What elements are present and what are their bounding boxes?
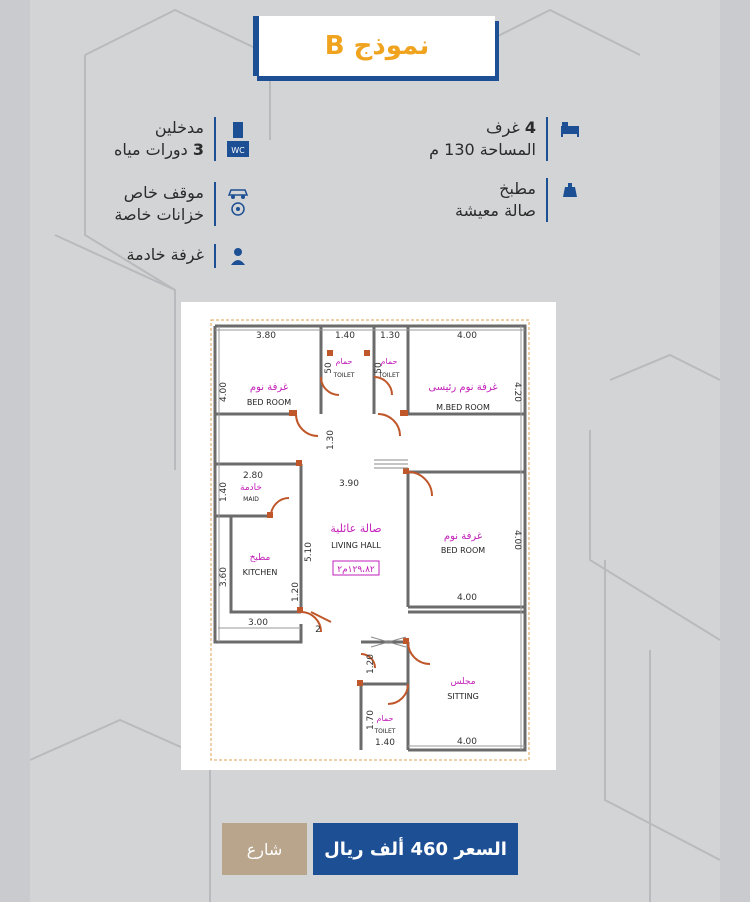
dim-label: 1.40 [335, 331, 355, 341]
dim-label: 3.60 [219, 567, 229, 587]
divider [214, 244, 216, 268]
kitchen-icon [558, 178, 582, 202]
door-icon: WC [226, 117, 250, 161]
dim-label: 50 [324, 362, 334, 374]
room-label-ar: غرفة نوم [444, 531, 482, 542]
dim-label: 4.00 [512, 530, 522, 550]
room-label-ar: صالة عائلية [330, 522, 381, 535]
dim-label: 3.90 [339, 479, 359, 489]
dim-label: 2 [315, 625, 321, 635]
dim-label: 4.00 [457, 593, 477, 603]
dim-label: 1.30 [380, 331, 400, 341]
room-label-ar: حمام [377, 714, 394, 723]
area-text: المساحة 130 م [429, 140, 536, 159]
floor-plan-drawing: 3.80 1.40 1.30 4.00 4.00 4.20 50 50 1.30… [210, 319, 530, 761]
bathrooms-count: 3 [192, 140, 204, 159]
tanks-label: خزانات خاصة [114, 205, 204, 224]
person-icon [226, 244, 250, 268]
model-title-box: نموذج B [253, 16, 495, 76]
room-label-en: BED ROOM [247, 398, 291, 407]
living-label: صالة معيشة [455, 201, 536, 220]
feature-maid: غرفة خادمة [126, 244, 250, 268]
room-label-ar: غرفة نوم رئيسى [428, 382, 497, 393]
room-label-ar: مطبخ [250, 553, 271, 563]
room-label-en: BED ROOM [441, 546, 485, 555]
tank-icon [231, 202, 245, 216]
room-label-ar: مجلس [450, 677, 475, 687]
room-label-en: TOILET [378, 372, 400, 379]
svg-text:WC: WC [231, 146, 245, 155]
feature-kitchen: مطبخ صالة معيشة [455, 178, 582, 222]
divider [546, 178, 548, 222]
dim-label: 4.00 [219, 382, 229, 402]
room-label-ar: غرفة نوم [250, 382, 288, 393]
parking-label: موقف خاص [123, 183, 204, 202]
divider [214, 182, 216, 226]
room-label-ar: خادمة [240, 483, 262, 493]
room-label-en: MAID [243, 496, 259, 503]
wc-icon: WC [227, 141, 249, 157]
bathrooms-label: دورات مياه [113, 140, 188, 159]
dim-label: 3.80 [256, 331, 276, 341]
room-label-en: TOILET [374, 728, 396, 735]
rooms-count: 4 [524, 118, 536, 137]
room-label-en: SITTING [447, 692, 479, 701]
dim-label: 1.40 [375, 738, 395, 748]
car-icon [226, 182, 250, 222]
dim-label: 1.30 [326, 430, 336, 450]
dim-label: 1.20 [366, 654, 376, 674]
maid-room-label: غرفة خادمة [126, 245, 204, 264]
dim-label: 4.00 [457, 331, 477, 341]
feature-entrances: WC مدخلين 3 دورات مياه [114, 117, 250, 161]
dim-label: 3.00 [248, 618, 268, 628]
listing-card: نموذج B 4 غرف المساحة 130 م مطبخ صالة مع… [30, 0, 720, 902]
bed-icon [558, 117, 582, 141]
dim-label: 2.80 [243, 471, 263, 481]
divider [214, 117, 216, 161]
room-label-en: KITCHEN [243, 568, 278, 577]
dim-label: 1.70 [366, 710, 376, 730]
dim-label: 4.00 [457, 737, 477, 747]
rooms-label: غرف [485, 118, 520, 137]
room-label-en: LIVING HALL [331, 541, 381, 550]
divider [546, 117, 548, 161]
street-button[interactable]: شارع [222, 823, 307, 875]
room-label-en: M.BED ROOM [436, 403, 490, 412]
floor-plan: 3.80 1.40 1.30 4.00 4.00 4.20 50 50 1.30… [181, 302, 556, 770]
living-area: ١٢٩،٨٢م٢ [337, 565, 375, 575]
dim-label: 1.40 [219, 482, 229, 502]
entrances-label: مدخلين [154, 118, 204, 137]
dim-label: 1.20 [291, 582, 301, 602]
dim-label: 4.20 [512, 382, 522, 402]
background-pattern [30, 8, 720, 902]
room-label-ar: حمام [336, 357, 353, 366]
model-title: نموذج B [324, 31, 430, 61]
room-label-en: TOILET [333, 372, 355, 379]
dim-label: 50 [374, 362, 384, 374]
kitchen-label: مطبخ [499, 179, 536, 198]
price-label: السعر 460 ألف ريال [313, 823, 518, 875]
feature-parking: موقف خاص خزانات خاصة [114, 182, 250, 226]
feature-rooms: 4 غرف المساحة 130 م [429, 117, 582, 161]
room-label-ar: حمام [381, 357, 398, 366]
dim-label: 5.10 [304, 542, 314, 562]
